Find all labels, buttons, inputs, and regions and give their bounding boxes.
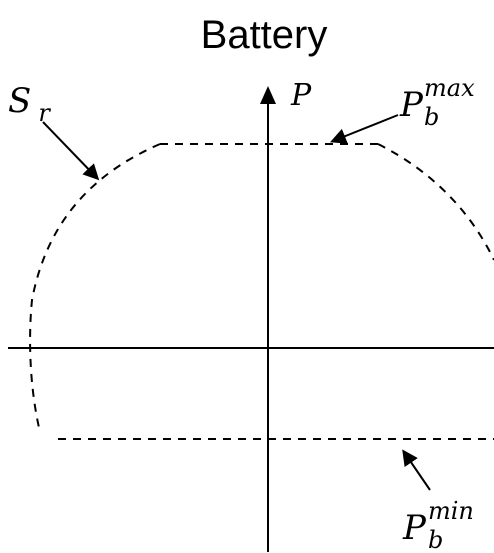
min-pointer-arrow: [402, 449, 431, 491]
max-label-sub: b: [424, 103, 439, 131]
region-label: S r: [8, 81, 51, 127]
axis-label-p: P: [290, 78, 312, 113]
region-label-sub: r: [38, 99, 51, 127]
upper-left-curve: [29, 143, 161, 433]
min-label-main: P: [402, 508, 427, 548]
upper-right-curve: [377, 143, 494, 261]
region-label-main: S: [8, 81, 31, 121]
min-label: P min b: [402, 497, 474, 553]
max-label-sup: max: [424, 74, 475, 102]
max-label-main: P: [399, 85, 424, 125]
axes: [8, 86, 494, 552]
pointer-arrows: [42, 114, 431, 491]
diagram-title: Battery: [201, 13, 328, 57]
vertical-axis-arrowhead: [260, 86, 276, 104]
min-label-sub: b: [428, 526, 443, 553]
feasible-region-boundary: [29, 143, 494, 440]
min-label-sup: min: [428, 497, 474, 525]
region-pointer-arrow: [42, 121, 100, 181]
max-pointer-arrow: [330, 114, 399, 144]
max-label: P max b: [399, 74, 475, 131]
